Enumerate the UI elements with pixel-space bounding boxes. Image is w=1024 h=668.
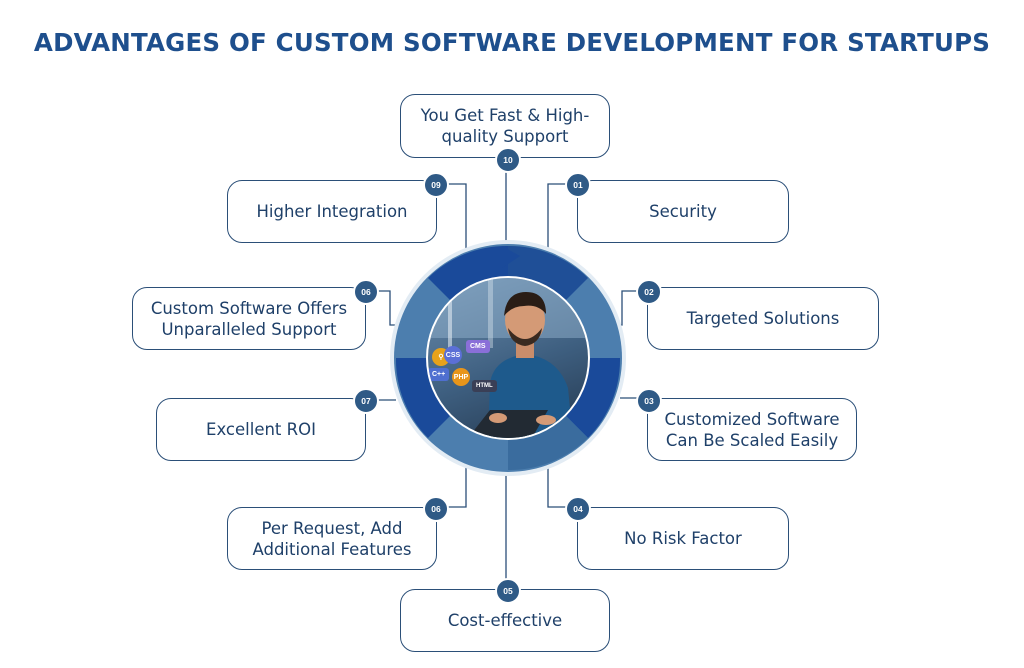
item-box-09: Higher Integration [227,180,437,243]
item-badge-10: 10 [495,147,521,173]
item-badge-06a: 06 [353,279,379,305]
ring-segment-left [395,358,450,438]
item-badge-09: 09 [423,172,449,198]
item-box-02: Targeted Solutions [647,287,879,350]
ring-segment-right [566,358,621,438]
ring-arrow-icon [502,246,520,268]
item-badge-05: 05 [495,578,521,604]
item-label-03: Customized Software Can Be Scaled Easily [664,409,840,450]
item-label-10: You Get Fast & High-quality Support [420,106,590,146]
item-label-02: Targeted Solutions [686,309,840,328]
item-label-06b: Per Request, Add Additional Features [252,518,412,559]
item-box-06a: Custom Software Offers Unparalleled Supp… [132,287,366,350]
item-box-06b: Per Request, Add Additional Features [227,507,437,570]
item-label-06a: Custom Software Offers Unparalleled Supp… [150,298,348,339]
item-label-07: Excellent ROI [206,420,316,439]
css-tag: CSS [444,346,462,364]
item-box-04: No Risk Factor [577,507,789,570]
developer-photo: ⚲ CSS CMS C++ PHP HTML [428,278,588,438]
php-tag: PHP [452,368,470,386]
item-badge-07: 07 [353,388,379,414]
cms-tag: CMS [466,340,490,353]
cpp-tag: C++ [428,368,450,381]
item-box-03: Customized Software Can Be Scaled Easily [647,398,857,461]
page-title: ADVANTAGES OF CUSTOM SOFTWARE DEVELOPMEN… [33,28,991,57]
item-box-07: Excellent ROI [156,398,366,461]
item-box-05: Cost-effective [400,589,610,652]
item-badge-03: 03 [636,388,662,414]
item-badge-02: 02 [636,279,662,305]
item-label-04: No Risk Factor [624,529,742,548]
item-badge-06b: 06 [423,496,449,522]
developer-illustration [428,278,588,438]
item-label-05: Cost-effective [447,611,563,630]
item-badge-04: 04 [565,496,591,522]
item-box-01: Security [577,180,789,243]
item-badge-01: 01 [565,172,591,198]
html-tag: HTML [472,380,497,392]
item-label-09: Higher Integration [256,202,408,221]
item-label-01: Security [649,202,717,221]
